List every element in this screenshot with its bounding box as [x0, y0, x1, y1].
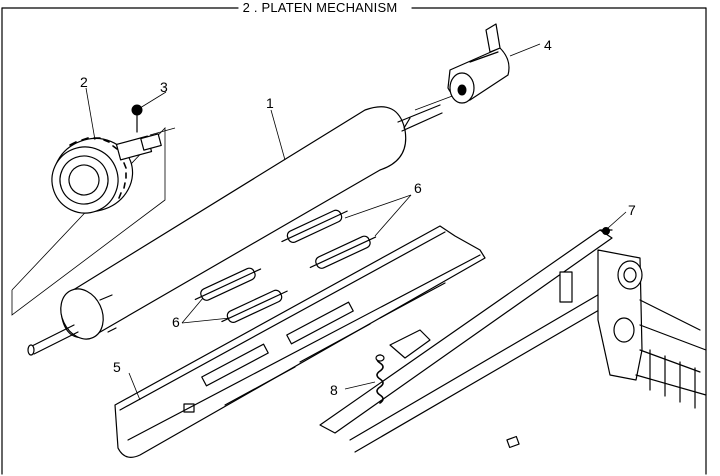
side-frame-bar: [319, 227, 631, 453]
diagram-title: 2 . PLATEN MECHANISM: [242, 0, 398, 15]
pressure-rollers: [194, 209, 377, 323]
spring: [375, 354, 385, 404]
leader-lines: [85, 43, 627, 401]
platen-bushing: [447, 23, 510, 104]
callout-3: 3: [160, 79, 168, 95]
callout-5: 5: [113, 359, 121, 375]
callout-6-bottom: 6: [172, 314, 180, 330]
platen-roller: [27, 104, 443, 356]
callout-4: 4: [544, 37, 552, 53]
callout-8: 8: [330, 382, 338, 398]
chassis-side-frame: [559, 249, 707, 409]
callout-2: 2: [80, 74, 88, 90]
platen-knob: [51, 133, 162, 214]
callout-1: 1: [266, 95, 274, 111]
callout-7: 7: [628, 202, 636, 218]
paper-guide: [114, 225, 486, 458]
callout-6-top: 6: [414, 180, 422, 196]
screw: [131, 104, 143, 133]
